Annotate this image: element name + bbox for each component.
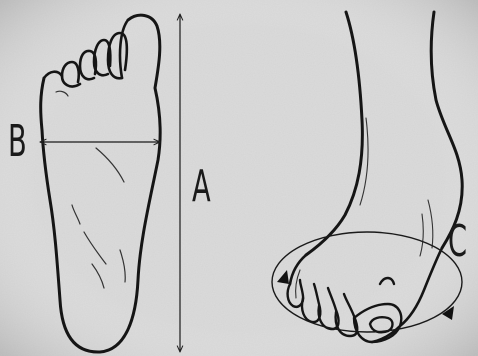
label-c: C [448, 220, 467, 264]
label-b: B [8, 120, 27, 164]
label-a: A [192, 165, 211, 209]
